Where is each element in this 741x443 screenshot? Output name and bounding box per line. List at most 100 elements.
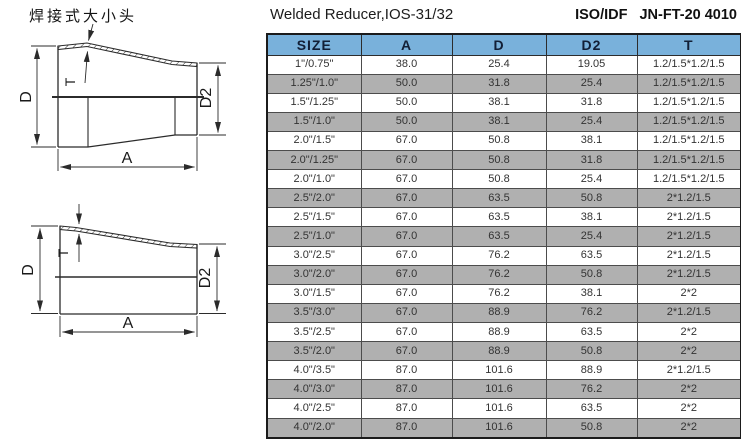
cell-a: 87.0 [360, 379, 453, 400]
cell-size: 1.25"/1.0" [266, 73, 362, 94]
cell-size: 3.5"/3.0" [266, 302, 362, 324]
concentric-reducer-drawing: D D2 A T [18, 23, 226, 171]
cell-d2: 76.2 [545, 302, 638, 324]
cell-t: 2*1.2/1.5 [636, 360, 741, 381]
cell-size: 4.0"/3.0" [266, 379, 362, 400]
column-header-t: T [636, 33, 741, 56]
cell-d: 101.6 [451, 379, 547, 400]
cell-t: 1.2/1.5*1.2/1.5 [636, 169, 741, 190]
cell-d: 50.8 [451, 169, 547, 190]
dim-label-a: A [122, 150, 133, 167]
cell-t: 2*1.2/1.5 [636, 302, 741, 324]
cell-size: 2.5"/1.0" [266, 226, 362, 247]
cell-size: 3.5"/2.0" [266, 341, 362, 362]
cell-t: 1.2/1.5*1.2/1.5 [636, 73, 741, 94]
column-header-d: D [451, 33, 547, 56]
cell-d2: 50.8 [545, 188, 638, 209]
dim-label-d2: D2 [197, 268, 214, 289]
cell-size: 4.0"/2.0" [266, 417, 362, 439]
cell-a: 67.0 [360, 341, 453, 362]
cell-d: 38.1 [451, 92, 547, 113]
cell-d2: 25.4 [545, 73, 638, 94]
cell-a: 67.0 [360, 302, 453, 324]
cell-d2: 76.2 [545, 379, 638, 400]
cell-t: 2*2 [636, 341, 741, 362]
cell-d: 50.8 [451, 150, 547, 171]
cell-d: 101.6 [451, 398, 547, 419]
cell-a: 87.0 [360, 417, 453, 439]
cell-d: 31.8 [451, 73, 547, 94]
cell-t: 2*1.2/1.5 [636, 245, 741, 266]
cell-d: 76.2 [451, 245, 547, 266]
cell-t: 1.2/1.5*1.2/1.5 [636, 92, 741, 113]
cell-a: 50.0 [360, 92, 453, 113]
eccentric-reducer-drawing: D D2 A T [20, 204, 226, 337]
cell-t: 2*1.2/1.5 [636, 264, 741, 285]
cell-size: 1.5"/1.25" [266, 92, 362, 113]
cell-size: 2.0"/1.25" [266, 150, 362, 171]
cell-size: 2.5"/1.5" [266, 207, 362, 228]
cell-t: 1.2/1.5*1.2/1.5 [636, 111, 741, 132]
cell-d2: 50.8 [545, 264, 638, 285]
cell-d: 63.5 [451, 207, 547, 228]
cell-a: 67.0 [360, 245, 453, 266]
cell-t: 2*2 [636, 283, 741, 304]
wall-hatch [59, 225, 198, 249]
cell-size: 4.0"/2.5" [266, 398, 362, 419]
cell-size: 4.0"/3.5" [266, 360, 362, 381]
drawing-panel: 焊接式大小头 [0, 0, 263, 443]
cell-d: 63.5 [451, 188, 547, 209]
cell-d2: 63.5 [545, 322, 638, 343]
doc-title: Welded Reducer,IOS-31/32 [270, 6, 454, 23]
column-header-a: A [360, 33, 453, 56]
cell-size: 1"/0.75" [266, 54, 362, 75]
cell-d2: 38.1 [545, 130, 638, 152]
cell-t: 2*1.2/1.5 [636, 226, 741, 247]
cell-size: 1.5"/1.0" [266, 111, 362, 132]
cell-a: 67.0 [360, 207, 453, 228]
cell-a: 67.0 [360, 150, 453, 171]
cell-a: 67.0 [360, 226, 453, 247]
dim-label-d2: D2 [198, 88, 215, 109]
cell-size: 2.5"/2.0" [266, 188, 362, 209]
cell-size: 3.5"/2.5" [266, 322, 362, 343]
cell-d: 101.6 [451, 417, 547, 439]
cell-a: 38.0 [360, 54, 453, 75]
cell-d: 88.9 [451, 341, 547, 362]
cell-d: 88.9 [451, 302, 547, 324]
standard-code: JN-FT-20 4010 [639, 7, 737, 23]
cell-t: 1.2/1.5*1.2/1.5 [636, 150, 741, 171]
cell-d2: 25.4 [545, 111, 638, 132]
cell-t: 2*2 [636, 379, 741, 400]
cell-d: 101.6 [451, 360, 547, 381]
cell-d2: 31.8 [545, 150, 638, 171]
cell-size: 3.0"/2.0" [266, 264, 362, 285]
cell-t: 1.2/1.5*1.2/1.5 [636, 54, 741, 75]
cell-d: 63.5 [451, 226, 547, 247]
wall-hatch [57, 42, 198, 68]
cell-size: 3.0"/2.5" [266, 245, 362, 266]
cell-a: 50.0 [360, 111, 453, 132]
cell-d2: 50.8 [545, 417, 638, 439]
cell-d: 25.4 [451, 54, 547, 75]
cell-d2: 38.1 [545, 283, 638, 304]
cell-a: 67.0 [360, 130, 453, 152]
cell-d: 76.2 [451, 283, 547, 304]
cell-d: 76.2 [451, 264, 547, 285]
cell-size: 2.0"/1.0" [266, 169, 362, 190]
cell-d2: 25.4 [545, 226, 638, 247]
